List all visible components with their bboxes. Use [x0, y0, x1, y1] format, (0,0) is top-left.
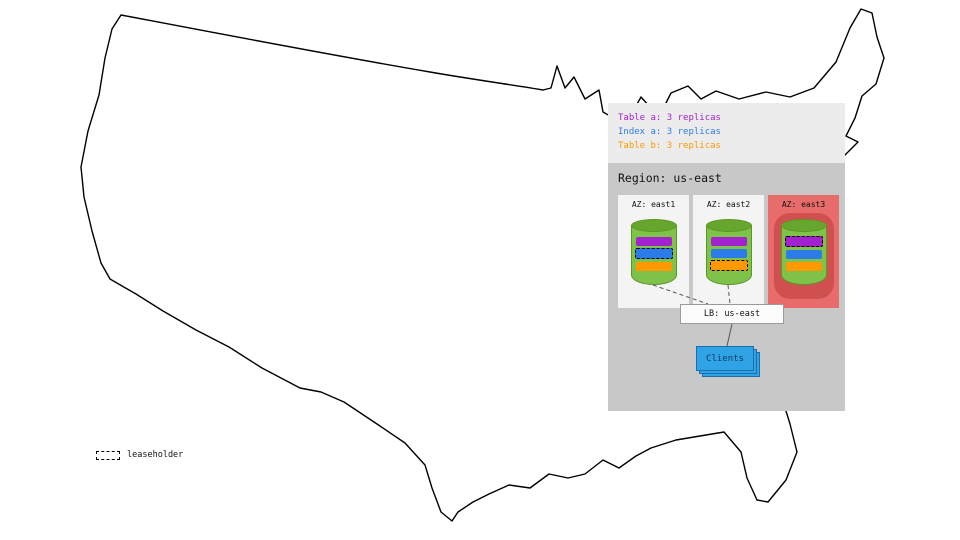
replica-bar-index-a: [785, 250, 822, 259]
load-balancer-box: LB: us-east: [680, 304, 784, 324]
az-box-east3: AZ: east3: [768, 195, 839, 308]
leaseholder-swatch-icon: [96, 450, 120, 460]
cylinder-top: [705, 219, 752, 232]
region-panel: Region: us-east AZ: east1: [608, 163, 845, 411]
connector-lb-clients: [726, 323, 733, 347]
region-title: Region: us-east: [618, 171, 722, 185]
cylinder-top: [780, 219, 827, 232]
legend-table-a: Table a: 3 replicas: [618, 113, 721, 123]
az-label: AZ: east3: [781, 200, 826, 209]
database-cylinder-icon: [705, 219, 752, 285]
replica-group: [624, 213, 684, 299]
replica-bar-table-a: [784, 236, 823, 247]
database-cylinder-icon: [630, 219, 677, 285]
leaseholder-legend: leaseholder: [96, 450, 183, 460]
load-balancer-label: LB: us-east: [703, 309, 761, 319]
replica-bar-index-a: [710, 249, 747, 258]
replica-group: [773, 213, 834, 299]
az-box-east2: AZ: east2: [693, 195, 764, 308]
replica-legend: Table a: 3 replicas Index a: 3 replicas …: [608, 103, 845, 163]
replica-bar-table-b: [709, 260, 748, 271]
replica-bar-table-b: [785, 262, 822, 271]
az-label: AZ: east2: [706, 200, 751, 209]
legend-index-a: Index a: 3 replicas: [618, 127, 721, 137]
leaseholder-legend-label: leaseholder: [127, 450, 184, 460]
replica-bar-table-a: [635, 237, 672, 246]
topology-panel: Table a: 3 replicas Index a: 3 replicas …: [608, 103, 845, 411]
replica-bars: [631, 234, 677, 271]
az-label: AZ: east1: [631, 200, 676, 209]
replica-bars: [781, 234, 827, 271]
us-map-path: [80, 8, 885, 522]
replica-bar-table-b: [635, 262, 672, 271]
legend-table-b: Table b: 3 replicas: [618, 141, 721, 151]
az-box-east1: AZ: east1: [618, 195, 689, 308]
replica-bar-table-a: [710, 237, 747, 246]
clients-label: Clients: [706, 353, 744, 364]
clients-stack: Clients: [696, 346, 760, 377]
clients-box: Clients: [696, 346, 754, 371]
replica-bars: [706, 234, 752, 271]
cylinder-top: [630, 219, 677, 232]
replica-group: [699, 213, 759, 299]
database-cylinder-icon: [780, 219, 827, 285]
replica-bar-index-a: [634, 248, 673, 259]
